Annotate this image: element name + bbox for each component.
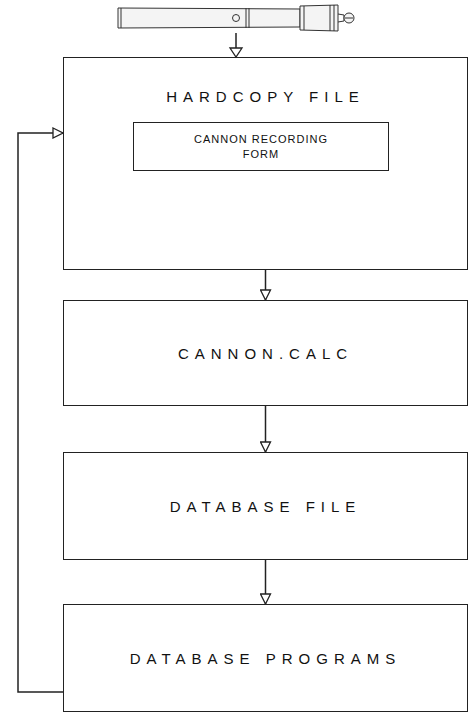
cannon-breech (300, 5, 338, 31)
cascabel-detail (345, 18, 353, 19)
flow-arrow (265, 270, 267, 300)
flow-arrow (18, 133, 63, 692)
box-label: DATABASE FILE (170, 498, 362, 515)
cannon (118, 5, 354, 31)
breech-ring (330, 5, 331, 31)
box-label: HARDCOPY FILE (166, 88, 365, 105)
box-label: CANNON.CALC (178, 345, 353, 362)
cannon-barrel (118, 8, 300, 28)
trunnion (233, 15, 240, 22)
box-label: CANNON RECORDING FORM (186, 132, 336, 161)
program-box: DATABASE PROGRAMS (63, 604, 468, 712)
cascabel-neck (338, 14, 344, 22)
input-arrowhead (230, 48, 242, 57)
process-box: CANNON.CALC (63, 300, 468, 406)
breech-ring (304, 6, 305, 30)
barrel-ring (246, 8, 247, 28)
barrel-ring (249, 8, 250, 28)
muzzle-ring (121, 8, 122, 28)
flow-arrow (265, 406, 267, 452)
file-box: HARDCOPY FILE CANNON RECORDING FORM (63, 57, 468, 270)
flow-arrow (265, 560, 267, 604)
breech-ring (334, 5, 335, 31)
file-box: DATABASE FILE (63, 452, 468, 560)
box-label: DATABASE PROGRAMS (130, 650, 401, 667)
form-box: CANNON RECORDING FORM (133, 122, 389, 171)
input-arrow-line (235, 33, 237, 48)
cascabel-knob (344, 13, 354, 23)
